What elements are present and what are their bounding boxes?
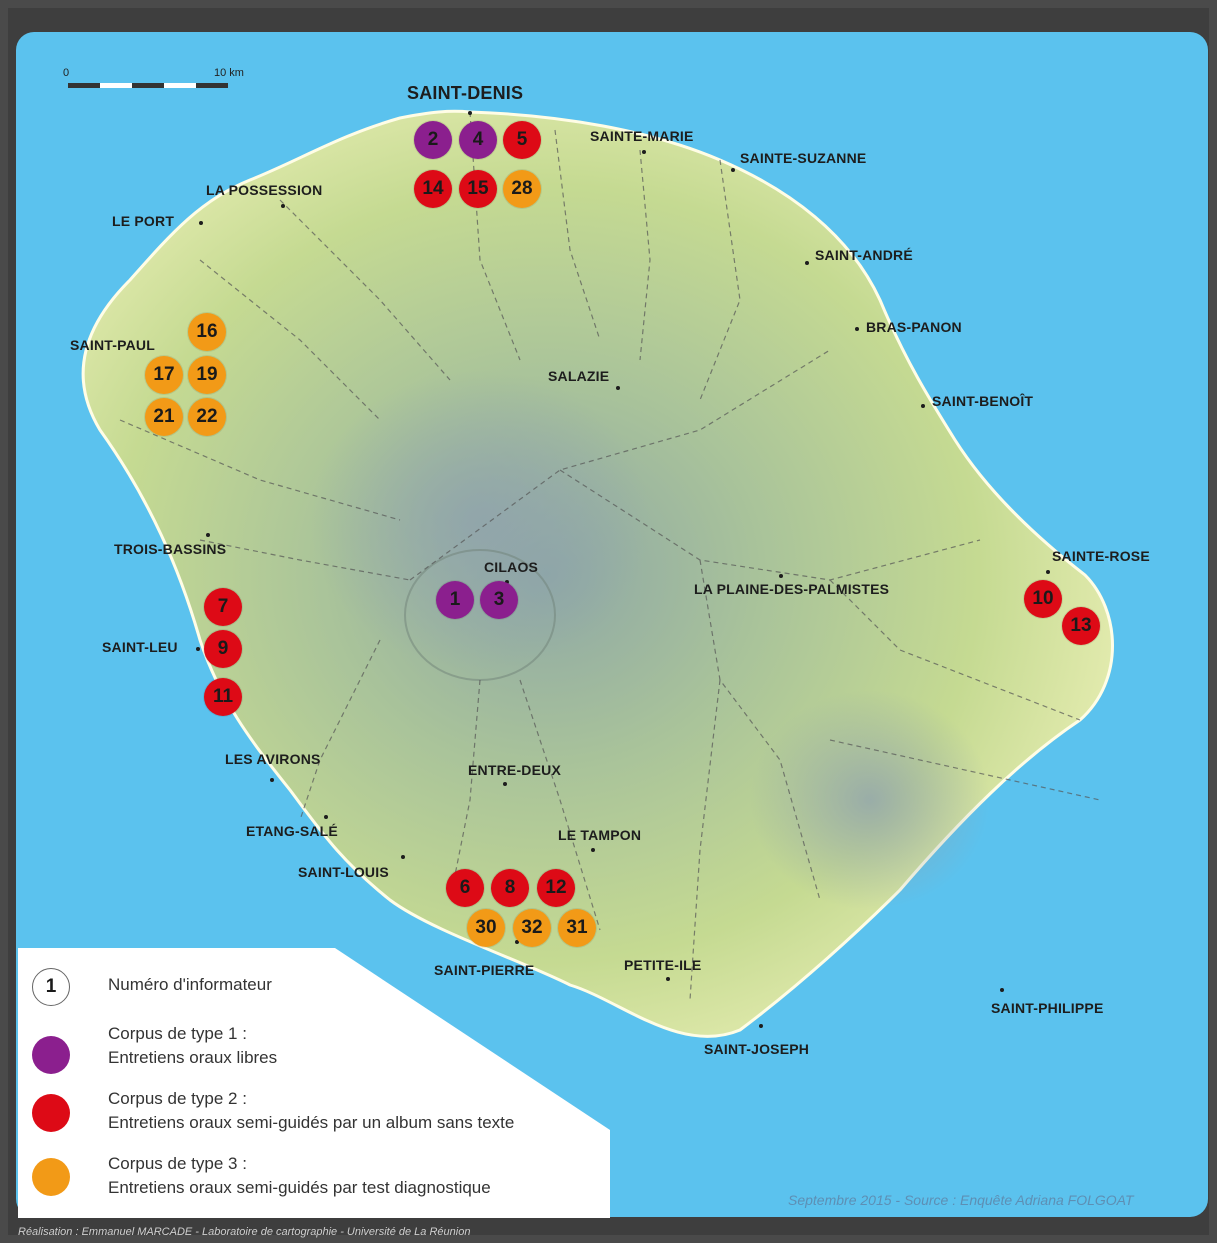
informant-marker[interactable]: 6 [446,869,484,907]
town-saint-denis: SAINT-DENIS [407,83,524,103]
legend-type3-title: Corpus de type 3 : [108,1154,247,1173]
informant-marker[interactable]: 1 [436,581,474,619]
scale-end-label: 10 km [214,67,244,79]
informant-marker[interactable]: 21 [145,398,183,436]
town-les-avirons: LES AVIRONS [225,751,321,767]
town-salazie: SALAZIE [548,368,610,384]
town-dot [1000,988,1004,992]
legend-type1-swatch [32,1036,70,1074]
informant-marker[interactable]: 2 [414,121,452,159]
town-entre-deux: ENTRE-DEUX [468,762,562,778]
credits-note: Réalisation : Emmanuel MARCADE - Laborat… [18,1226,471,1238]
town-dot [855,327,859,331]
town-saint-andre: SAINT-ANDRÉ [815,247,913,263]
town-dot [591,848,595,852]
informant-marker[interactable]: 13 [1062,607,1100,645]
informant-marker[interactable]: 31 [558,909,596,947]
informant-marker[interactable]: 5 [503,121,541,159]
town-dot [515,940,519,944]
town-le-tampon: LE TAMPON [558,827,642,843]
informant-marker[interactable]: 17 [145,356,183,394]
town-saint-leu: SAINT-LEU [102,639,178,655]
town-dot [1046,570,1050,574]
informant-marker[interactable]: 9 [204,630,242,668]
legend-type1-title: Corpus de type 1 : [108,1024,247,1043]
town-dot [324,815,328,819]
town-dot [199,221,203,225]
town-saint-philippe: SAINT-PHILIPPE [991,1000,1104,1016]
informant-marker[interactable]: 28 [503,170,541,208]
town-le-port: LE PORT [112,213,175,229]
source-note: Septembre 2015 - Source : Enquête Adrian… [788,1192,1134,1208]
town-sainte-suzanne: SAINTE-SUZANNE [740,150,867,166]
town-dot [642,150,646,154]
town-saint-paul: SAINT-PAUL [70,337,155,353]
scale-start-label: 0 [63,67,70,79]
informant-marker[interactable]: 12 [537,869,575,907]
town-dot [270,778,274,782]
informant-marker[interactable]: 7 [204,588,242,626]
informant-marker[interactable]: 22 [188,398,226,436]
town-cilaos: CILAOS [484,559,539,575]
town-bras-panon: BRAS-PANON [866,319,962,335]
volcano-relief [750,690,990,910]
town-trois-bassins: TROIS-BASSINS [114,541,227,557]
town-saint-benoit: SAINT-BENOÎT [932,393,1034,409]
scale-bar [68,83,228,88]
informant-marker[interactable]: 8 [491,869,529,907]
town-dot [666,977,670,981]
informant-marker[interactable]: 3 [480,581,518,619]
informant-marker[interactable]: 16 [188,313,226,351]
informant-marker[interactable]: 11 [204,678,242,716]
informant-marker[interactable]: 14 [414,170,452,208]
legend-type2-desc: Entretiens oraux semi-guidés par un albu… [108,1113,515,1132]
town-dot [468,111,472,115]
informant-marker[interactable]: 15 [459,170,497,208]
informant-marker[interactable]: 10 [1024,580,1062,618]
informant-marker[interactable]: 32 [513,909,551,947]
informant-marker[interactable]: 19 [188,356,226,394]
town-dot [616,386,620,390]
legend-sample-marker: 1 [32,968,70,1006]
town-sainte-marie: SAINTE-MARIE [590,128,694,144]
legend-type2-title: Corpus de type 2 : [108,1089,247,1108]
town-dot [921,404,925,408]
legend-type1-desc: Entretiens oraux libres [108,1048,278,1067]
town-petite-ile: PETITE-ILE [624,957,702,973]
central-relief [310,370,650,670]
town-la-possession: LA POSSESSION [206,182,323,198]
town-dot [401,855,405,859]
commune-boundaries [119,111,1101,1001]
town-dot [759,1024,763,1028]
informant-marker[interactable]: 4 [459,121,497,159]
town-dot [196,647,200,651]
legend-type3-desc: Entretiens oraux semi-guidés par test di… [108,1178,491,1197]
town-dot [503,782,507,786]
town-sainte-rose: SAINTE-ROSE [1052,548,1150,564]
town-dot [281,204,285,208]
town-saint-pierre: SAINT-PIERRE [434,962,535,978]
town-saint-louis: SAINT-LOUIS [298,864,389,880]
town-la-plaine-des-palmistes: LA PLAINE-DES-PALMISTES [694,581,890,597]
legend-sample-label: Numéro d'informateur [108,975,272,994]
legend-type3-swatch [32,1158,70,1196]
informant-marker[interactable]: 30 [467,909,505,947]
town-dot [206,533,210,537]
town-dot [731,168,735,172]
town-saint-joseph: SAINT-JOSEPH [704,1041,810,1057]
town-dot [805,261,809,265]
town-dot [779,574,783,578]
town-etang-sale: ETANG-SALÉ [246,823,338,839]
legend-panel [18,948,610,1218]
legend-type2-swatch [32,1094,70,1132]
